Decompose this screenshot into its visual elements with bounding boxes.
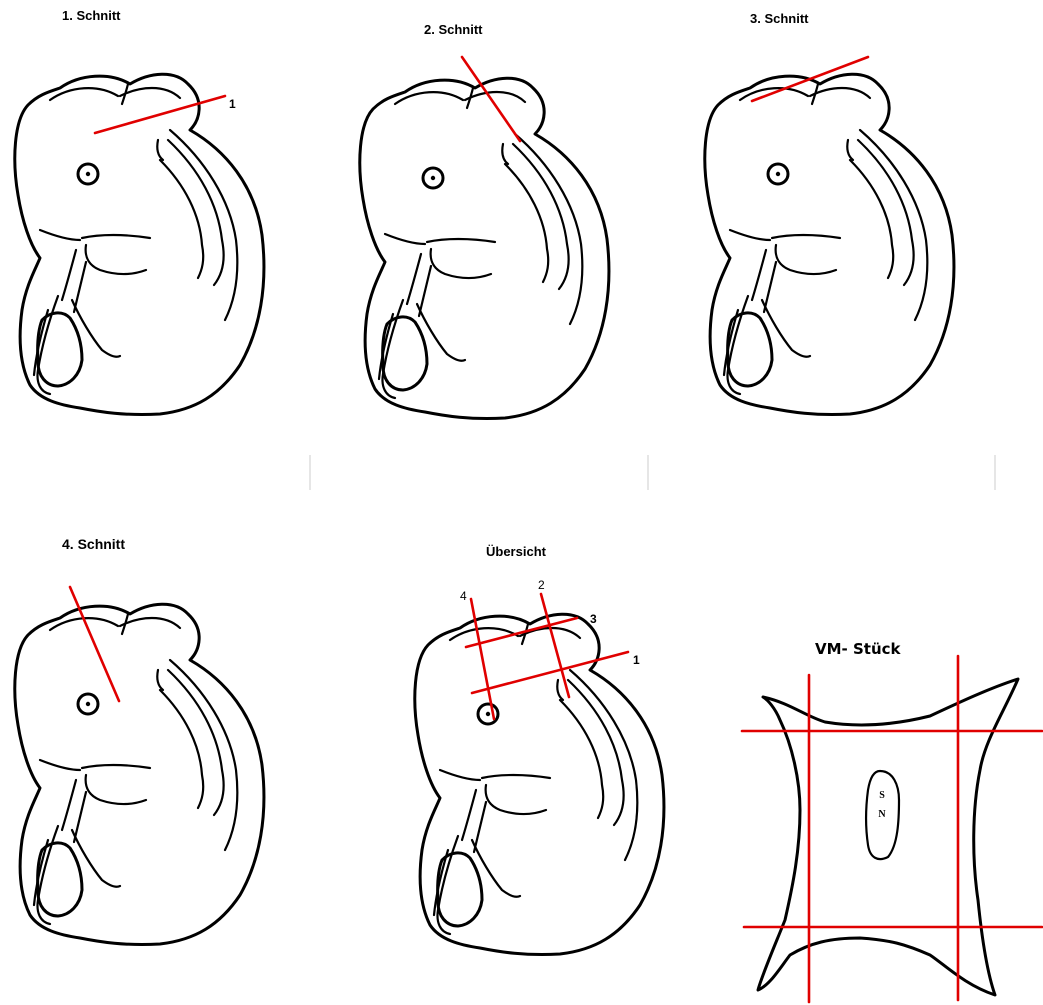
embryo-outline-overview	[415, 614, 664, 954]
panel-title-cut-1: 1. Schnitt	[62, 8, 121, 23]
embryo-outline-3	[705, 74, 954, 414]
sn-label-s: S	[879, 790, 885, 801]
panel-overview: Übersicht 1 2 3 4	[415, 544, 664, 955]
vm-piece-outline	[758, 679, 1018, 995]
vm-piece-title: VM- Stück	[815, 640, 902, 658]
overview-label-2: 2	[538, 578, 545, 592]
panel-title-cut-3: 3. Schnitt	[750, 11, 809, 26]
panel-title-cut-2: 2. Schnitt	[424, 22, 483, 37]
panel-title-cut-4: 4. Schnitt	[62, 536, 125, 552]
overview-cut-line-1	[472, 652, 628, 693]
embryo-outline-1	[15, 74, 264, 414]
panel-cut-3: 3. Schnitt	[705, 11, 954, 415]
panel-vm-piece: VM- Stück S N	[742, 640, 1042, 1002]
panel-title-overview: Übersicht	[486, 544, 547, 559]
sn-label-n: N	[878, 809, 886, 820]
cut-line-4	[70, 587, 119, 701]
embryo-outline-2	[360, 78, 609, 418]
cut-label-1: 1	[229, 97, 236, 111]
panel-cut-1: 1. Schnitt 1	[15, 8, 264, 415]
overview-label-1: 1	[633, 653, 640, 667]
overview-label-4: 4	[460, 589, 467, 603]
cut-line-1	[95, 96, 225, 133]
panel-cut-2: 2. Schnitt	[360, 22, 609, 419]
panel-cut-4: 4. Schnitt	[15, 536, 264, 945]
embryo-outline-4	[15, 604, 264, 944]
overview-label-3: 3	[590, 612, 597, 626]
overview-cut-line-2	[541, 594, 569, 697]
